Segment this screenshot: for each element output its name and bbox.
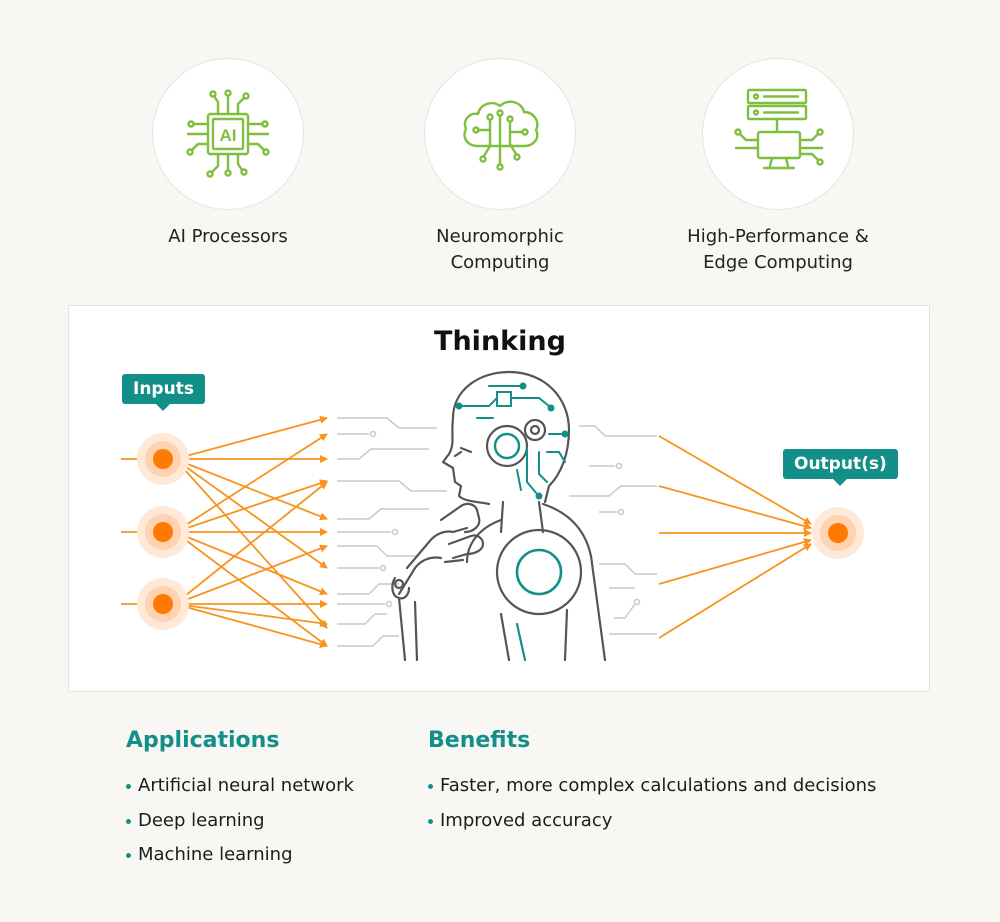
output-arrows (658, 435, 812, 639)
outputs-tag: Output(s) (783, 449, 898, 486)
list-item: Machine learning (126, 838, 354, 873)
feature-label: Neuromorphic Computing (380, 224, 620, 276)
feature-label-line: Edge Computing (703, 252, 853, 273)
list-item-text: Improved accuracy (440, 809, 613, 831)
bullet-dot (428, 818, 433, 824)
input-node (137, 506, 189, 558)
svg-text:AI: AI (220, 126, 237, 145)
feature-circle (424, 58, 576, 210)
list-item-text: Deep learning (138, 809, 265, 831)
benefits-list: Faster, more complex calculations and de… (428, 769, 876, 838)
bullet-dot (126, 818, 131, 824)
input-node (137, 578, 189, 630)
feature-ai-processors: AI AI Processors (108, 58, 348, 250)
applications-list: Artificial neural network Deep learning … (126, 769, 354, 873)
feature-neuromorphic-computing: Neuromorphic Computing (380, 58, 620, 276)
applications-heading: Applications (126, 728, 280, 753)
input-node (137, 433, 189, 485)
list-item-text: Machine learning (138, 844, 293, 865)
list-item: Faster, more complex calculations and de… (428, 769, 876, 804)
bullet-dot (428, 784, 433, 789)
output-node (812, 507, 864, 559)
input-nodes (137, 433, 189, 630)
applications-section: Applications Artificial neural network D… (126, 728, 354, 873)
benefits-section: Benefits Faster, more complex calculatio… (428, 728, 876, 838)
list-item-text: Artificial neural network (138, 775, 354, 796)
feature-label-line: High-Performance & (687, 226, 869, 247)
feature-circle (702, 58, 854, 210)
thinking-diagram: Thinking Inputs Output(s) (68, 305, 930, 692)
feature-label: AI Processors (168, 226, 288, 247)
inputs-tag: Inputs (122, 374, 205, 411)
list-item: Deep learning (126, 804, 354, 839)
feature-high-performance-edge-computing: High-Performance & Edge Computing (658, 58, 898, 276)
thinking-robot-figure (391, 370, 607, 662)
list-item-text: Faster, more complex calculations and de… (440, 775, 877, 796)
brain-circuitry (455, 382, 569, 500)
fan-out-arrows (174, 415, 328, 648)
ai-chip-icon: AI (186, 89, 270, 178)
list-item: Improved accuracy (428, 804, 876, 839)
right-circuit-traces (569, 425, 657, 635)
server-monitor-icon (734, 88, 824, 170)
diagram-title: Thinking (434, 326, 566, 357)
bullet-dot (126, 853, 131, 858)
left-circuit-traces (337, 417, 447, 647)
list-item: Artificial neural network (126, 769, 354, 804)
bullet-dot (126, 784, 131, 789)
feature-label: High-Performance & Edge Computing (658, 224, 898, 276)
feature-label-line: Computing (450, 252, 550, 273)
neural-network-illustration (121, 370, 864, 662)
feature-circle: AI (152, 58, 304, 210)
benefits-heading: Benefits (428, 728, 531, 753)
brain-cloud-circuit-icon (463, 100, 539, 171)
feature-label-line: Neuromorphic (436, 226, 564, 247)
